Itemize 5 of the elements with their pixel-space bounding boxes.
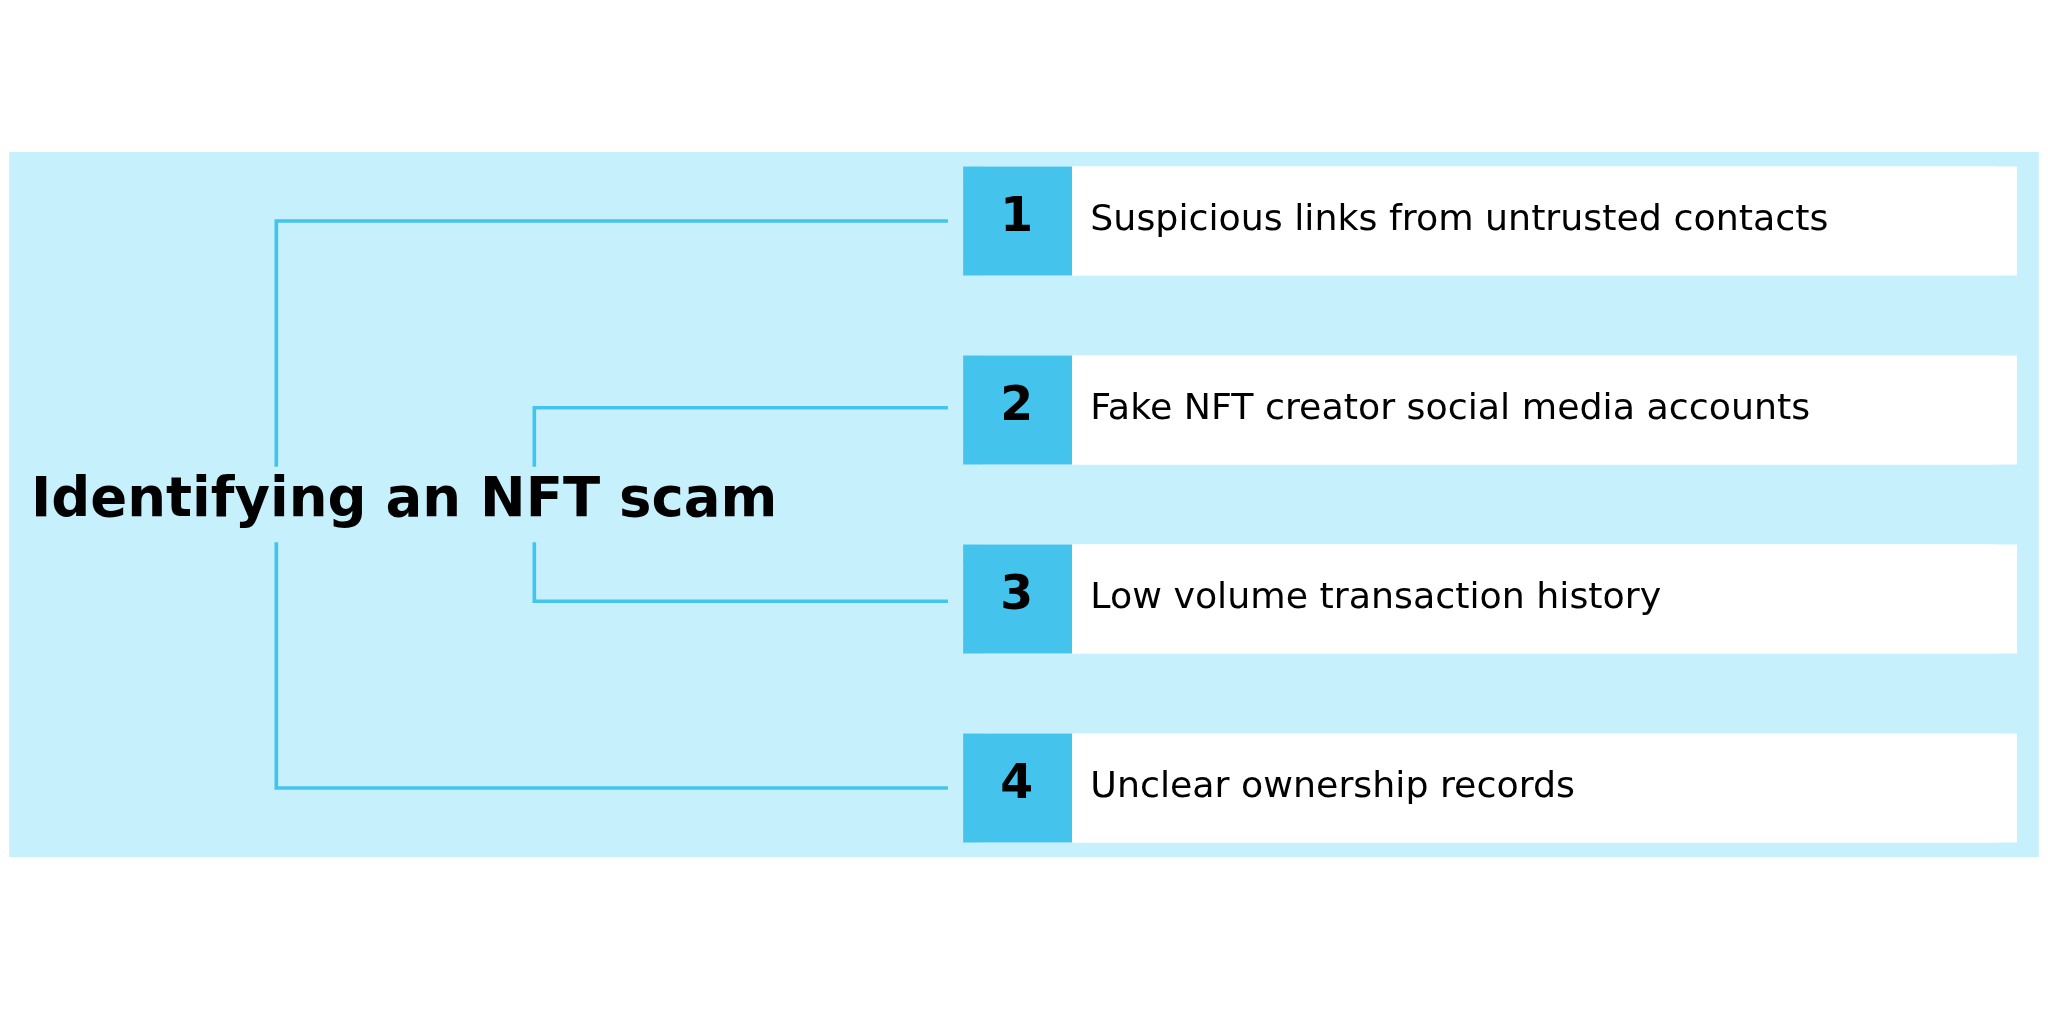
connector: [274, 542, 948, 790]
connector: [274, 219, 948, 467]
connector: [532, 542, 948, 604]
connector: [532, 405, 948, 467]
node-text: Identifying an NFT scam: [31, 465, 778, 530]
